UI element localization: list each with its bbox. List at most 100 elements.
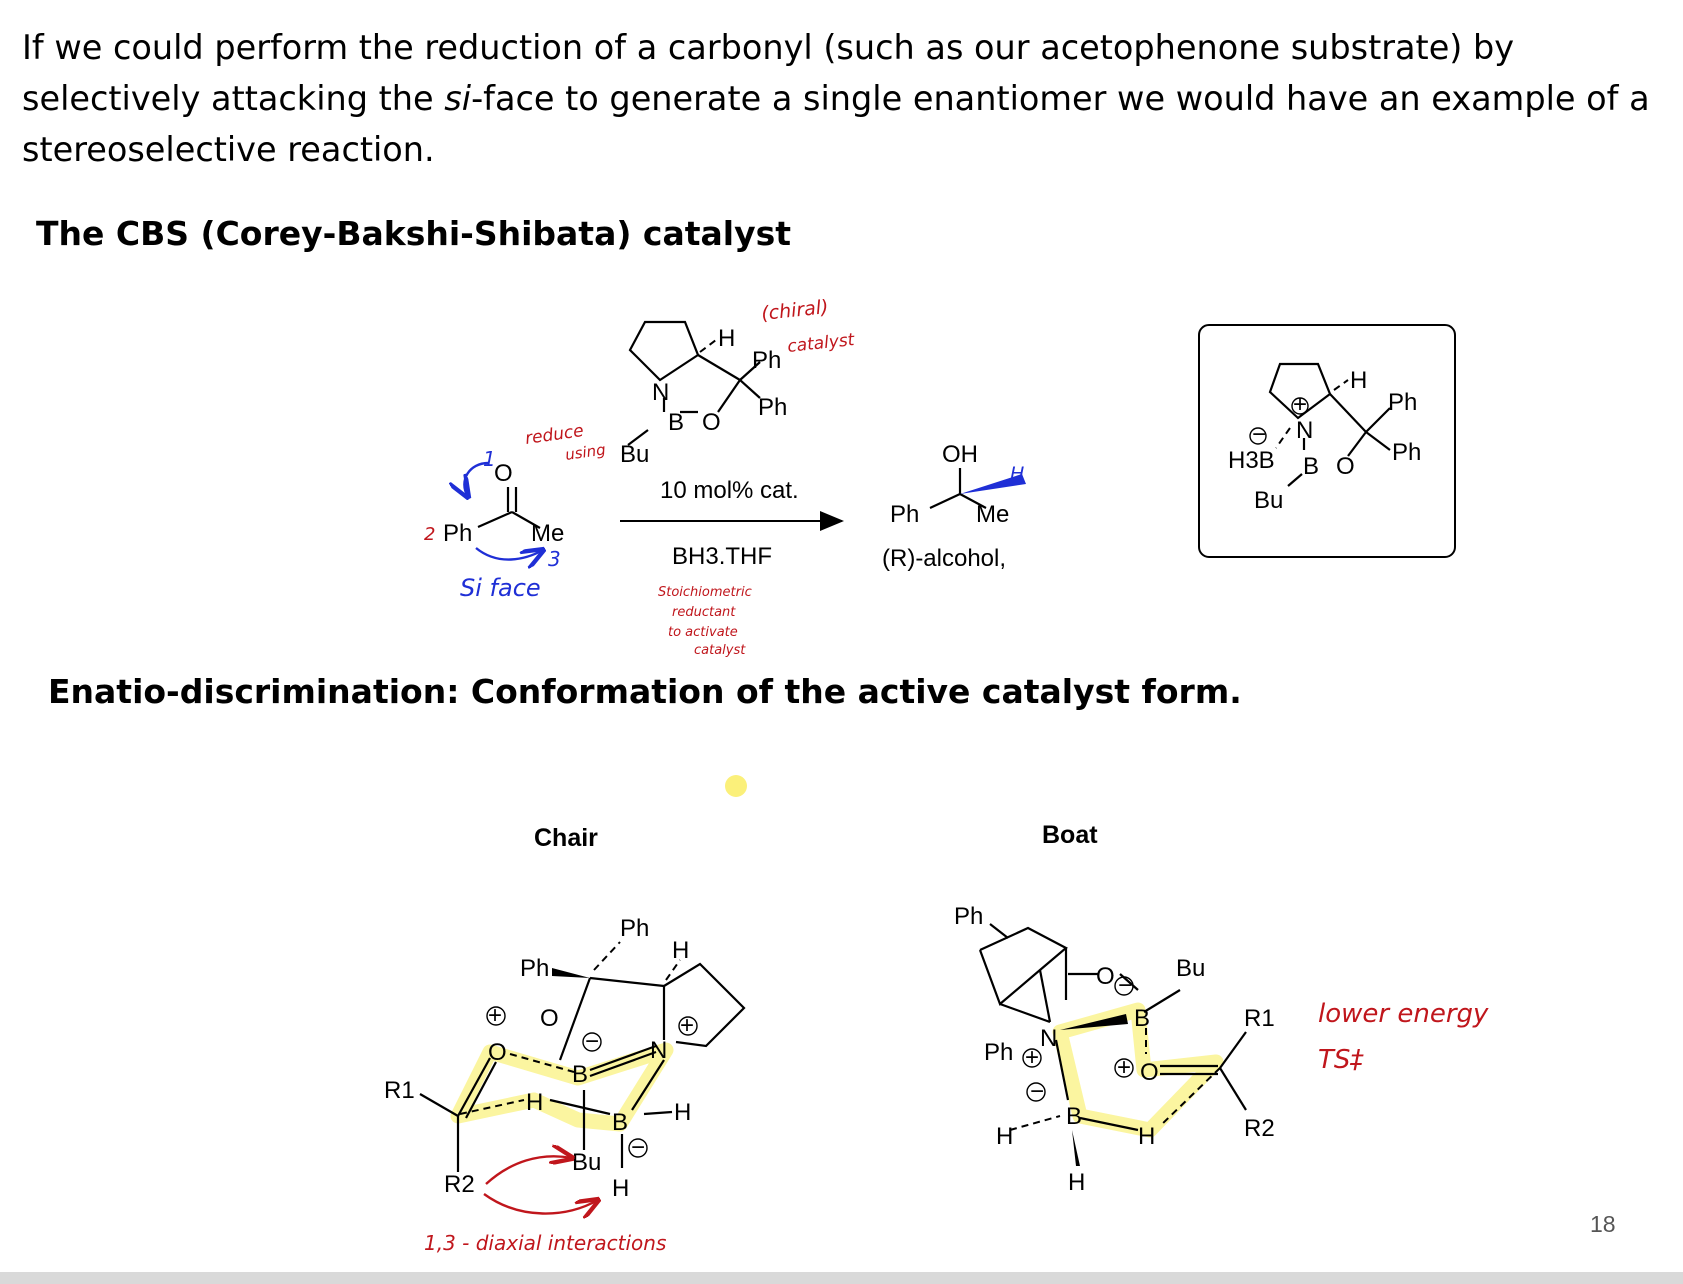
chair-highlight [450,1042,674,1132]
chair-b1: B [572,1061,588,1088]
acetophenone-structure: O Ph Me [443,460,564,547]
chair-n: N [650,1037,667,1064]
boat-b-minus: − [1118,972,1132,999]
annotation-stoich-3: to activate [668,625,738,640]
chair-b1-minus: − [585,1028,599,1055]
chair-b2: B [612,1109,628,1136]
annotation-stoich-1: Stoichiometric [658,585,752,600]
blue-attack-arrow [464,461,489,497]
annotation-lower-energy: lower energy [1318,999,1489,1029]
boat-annotations: lower energy TS‡ [1318,999,1489,1075]
chair-o-ring: O [488,1039,507,1066]
annotation-num-2: 2 [424,524,435,545]
boat-o-plus: + [1117,1054,1131,1081]
annotation-ts: TS‡ [1318,1045,1364,1075]
annotation-using: using [564,440,607,463]
chair-h-bridge: H [526,1089,543,1116]
annotation-num-3: 3 [548,547,561,571]
annotation-stoich-2: reductant [672,605,736,620]
active-catalyst-frame [1198,324,1456,558]
cbs-catalyst-structure: N H B O Ph Ph Bu (chiral) catalyst [620,296,857,468]
box-minus: − [1252,421,1266,448]
box-h: H [1350,367,1367,394]
page-number: 18 [1590,1211,1616,1237]
cat-ph-2: Ph [758,394,787,421]
cat-ph-1: Ph [752,347,781,374]
product-me: Me [976,501,1009,528]
boat-ph-left: Ph [984,1039,1013,1066]
box-plus: + [1293,391,1307,418]
boat-n-plus: + [1025,1044,1039,1071]
active-catalyst-box: + − N H Ph Ph H3B B O Bu [1198,324,1456,558]
product-name: (R)-alcohol, [882,545,1006,572]
chair-h-top: H [672,937,689,964]
box-h3b: H3B [1228,447,1275,474]
annotation-chiral: (chiral) [760,296,829,325]
diaxial-arrow-upper [485,1156,572,1185]
annotation-num-1: 1 [483,447,496,471]
cat-n: N [652,379,669,406]
chair-annotations: 1,3 - diaxial interactions [424,1156,666,1255]
chair-ts-structure: + − + − R1 R2 O O B N H B H H Bu Ph Ph H [384,915,746,1202]
boat-ts-structure: + − + − Ph Ph N O B Bu O B H H H R1 R2 [954,903,1275,1196]
boat-b1: B [1134,1005,1150,1032]
chair-h-bottom: H [612,1175,629,1202]
substrate-annotations: 1 2 3 Si face reduce using [424,421,607,602]
boat-h-bridge: H [1138,1123,1155,1150]
intro-text-b: -face to generate a single enantiomer we… [22,79,1650,169]
annotation-blue-h: H [1010,463,1024,485]
boat-h-left: H [996,1123,1013,1150]
cat-b: B [668,409,684,436]
annotation-diaxial: 1,3 - diaxial interactions [424,1231,666,1255]
substrate-me: Me [531,520,564,547]
conditions-reagent: BH3.THF [672,543,772,570]
footer-bar [0,1272,1683,1284]
boat-r1: R1 [1244,1005,1275,1032]
box-n: N [1296,417,1313,444]
cat-h: H [718,325,735,352]
product-structure: OH Ph Me H (R)-alcohol, [882,441,1026,572]
blue-face-arrow [475,548,543,560]
intro-paragraph: If we could perform the reduction of a c… [22,22,1662,175]
boat-highlight [1052,1002,1224,1138]
label-chair: Chair [534,824,598,852]
intro-text-a: If we could perform the reduction of a c… [22,28,1515,118]
chair-bu: Bu [572,1149,601,1176]
chair-ph-left: Ph [520,955,549,982]
chair-h-right: H [674,1099,691,1126]
cat-bu: Bu [620,441,649,468]
annotation-stoich-4: catalyst [694,643,746,658]
intro-si: si [444,79,472,118]
cat-o: O [702,409,721,436]
chair-r1: R1 [384,1077,415,1104]
chair-o-plus: + [488,1002,502,1029]
box-ph-2: Ph [1392,439,1421,466]
box-o: O [1336,453,1355,480]
reaction-arrow-group: 10 mol% cat. BH3.THF Stoichiometric redu… [620,477,844,658]
label-boat: Boat [1042,821,1098,849]
chair-o-top: O [540,1005,559,1032]
boat-ph-top: Ph [954,903,983,930]
chair-b2-minus: − [631,1134,645,1161]
box-b: B [1303,453,1319,480]
box-ph-1: Ph [1388,389,1417,416]
blue-wedge [960,474,1026,494]
chair-r2: R2 [444,1171,475,1198]
boat-b2: B [1066,1103,1082,1130]
box-bu: Bu [1254,487,1283,514]
annotation-catalyst: catalyst [786,330,856,357]
annotation-si-face: Si face [460,574,541,602]
boat-bu: Bu [1176,955,1205,982]
chair-ph-top: Ph [620,915,649,942]
heading-enantio-discrimination: Enatio-discrimination: Conformation of t… [48,672,1242,711]
product-oh: OH [942,441,978,468]
boat-n: N [1040,1025,1057,1052]
boat-b2-minus: − [1030,1078,1044,1105]
boat-o-top: O [1096,963,1115,990]
substrate-o: O [494,460,513,487]
boat-o-ring: O [1140,1059,1159,1086]
substrate-ph: Ph [443,520,472,547]
boat-r2: R2 [1244,1115,1275,1142]
